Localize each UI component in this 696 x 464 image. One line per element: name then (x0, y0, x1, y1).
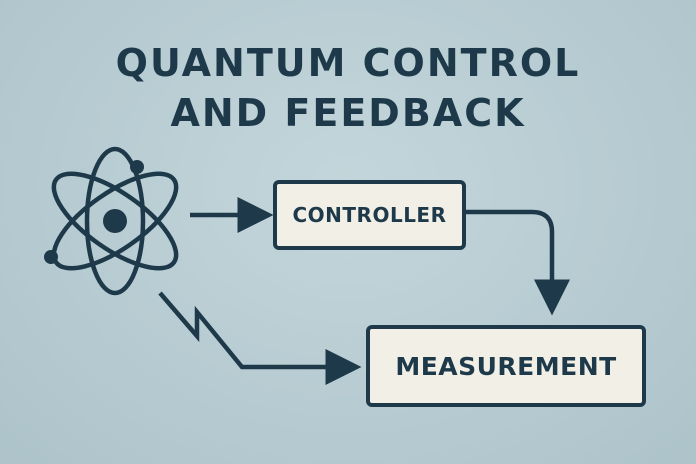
diagram-title-line-1: QUANTUM CONTROL (115, 41, 581, 85)
atom-nucleus (103, 209, 127, 233)
atom-orbit-3 (84, 146, 146, 296)
arrow-system-to-measurement (158, 291, 362, 385)
atom-icon (44, 146, 179, 296)
diagram-title-line-2: AND FEEDBACK (170, 91, 526, 135)
atom-electron-1 (130, 160, 144, 174)
atom-electron-2 (44, 250, 58, 264)
arrow-controller-to-measurement (466, 209, 570, 316)
measurement-node: MEASUREMENT (366, 325, 646, 407)
controller-node: CONTROLLER (273, 180, 466, 250)
atom-orbit-1 (51, 171, 179, 271)
atom-orbit-2 (51, 171, 179, 271)
